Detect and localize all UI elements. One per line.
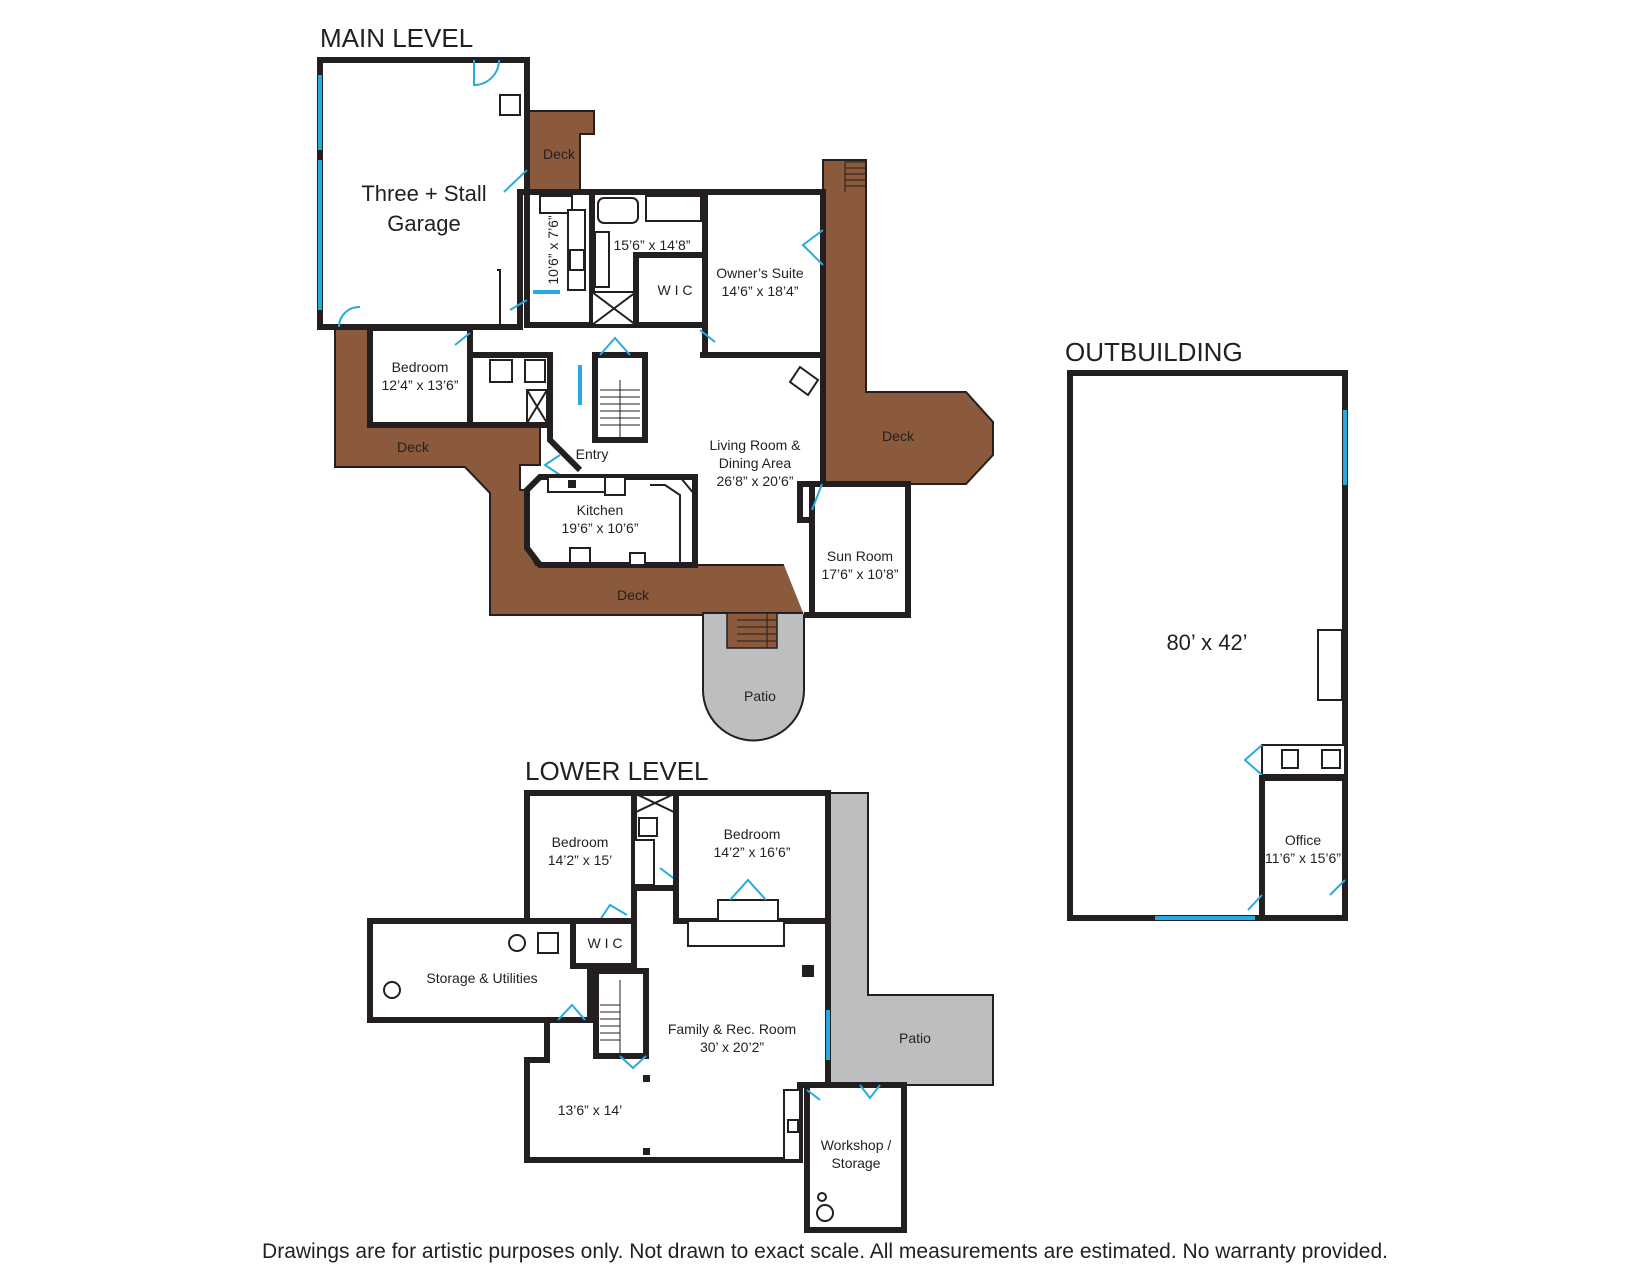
owners-suite-label: Owner’s Suite — [716, 265, 804, 281]
kitchen — [524, 474, 698, 568]
lower-bedroom-2-dim: 14’2” x 16’6” — [713, 844, 790, 860]
main-bedroom — [367, 325, 473, 428]
workshop-label-2: Storage — [831, 1155, 880, 1171]
outbuilding-plan: 80’ x 42’ Office 11’6” x 15’6” — [1067, 370, 1348, 921]
sun-room — [809, 481, 911, 618]
disclaimer-text: Drawings are for artistic purposes only.… — [262, 1240, 1388, 1263]
storage-utilities — [367, 918, 593, 1023]
entry-label: Entry — [576, 446, 609, 462]
patio-label-main: Patio — [744, 688, 776, 704]
lower-level-heading: LOWER LEVEL — [525, 756, 709, 786]
lower-stair — [593, 968, 649, 1059]
main-level-heading: MAIN LEVEL — [320, 23, 473, 53]
storage-label: Storage & Utilities — [426, 970, 537, 986]
lower-wic-label: W I C — [588, 935, 623, 951]
lower-level-plan: Bedroom 14’2” x 15’ Bedroom 14’2” x 16’6… — [367, 790, 994, 1233]
deck-stairs-top — [844, 161, 866, 192]
office-label: Office — [1285, 832, 1322, 848]
main-level-plan: Three + Stall Garage Deck 10’6” x 7’6” 1… — [317, 57, 994, 742]
patio-label-lower: Patio — [899, 1030, 931, 1046]
owners-bath-dim: 15’6” x 14’8” — [613, 237, 690, 253]
garage — [317, 57, 530, 330]
patio-stairs — [726, 612, 778, 649]
garage-label-1: Three + Stall — [361, 181, 486, 206]
living-label-1: Living Room & — [709, 437, 801, 453]
family-room-label: Family & Rec. Room — [668, 1021, 796, 1037]
workshop — [804, 1082, 907, 1233]
flex-room-dim: 13’6” x 14’ — [558, 1102, 623, 1118]
deck-label-bottom: Deck — [617, 587, 650, 603]
lower-bedroom-1-label: Bedroom — [552, 834, 609, 850]
sun-room-label: Sun Room — [827, 548, 893, 564]
laundry-dim: 10’6” x 7’6” — [545, 215, 561, 285]
deck-label-left: Deck — [397, 439, 430, 455]
entry-walls — [547, 425, 583, 473]
main-bedroom-dim: 12’4” x 13’6” — [381, 377, 458, 393]
deck-label-garage: Deck — [543, 146, 576, 162]
garage-label-2: Garage — [387, 211, 460, 236]
office-dim: 11’6” x 15’6” — [1265, 850, 1341, 866]
lower-bedroom-2-label: Bedroom — [724, 826, 781, 842]
outbuilding-dim: 80’ x 42’ — [1166, 630, 1247, 655]
main-bedroom-label: Bedroom — [392, 359, 449, 375]
owners-wic-label: W I C — [658, 282, 693, 298]
living-label-2: Dining Area — [719, 455, 792, 471]
workshop-label-1: Workshop / — [821, 1137, 892, 1153]
owners-wic — [633, 252, 708, 328]
outbuilding-office — [1259, 775, 1348, 921]
owners-suite-dim: 14’6” x 18’4” — [721, 283, 798, 299]
lower-bedroom-1-dim: 14’2” x 15’ — [548, 852, 613, 868]
kitchen-label: Kitchen — [577, 502, 624, 518]
deck-label-right: Deck — [882, 428, 915, 444]
living-dim: 26’8” x 20’6” — [716, 473, 793, 489]
kitchen-dim: 19’6” x 10’6” — [561, 520, 638, 536]
sun-room-dim: 17’6” x 10’8” — [821, 566, 898, 582]
outbuilding-heading: OUTBUILDING — [1065, 337, 1243, 367]
family-room-dim: 30’ x 20’2” — [700, 1039, 764, 1055]
